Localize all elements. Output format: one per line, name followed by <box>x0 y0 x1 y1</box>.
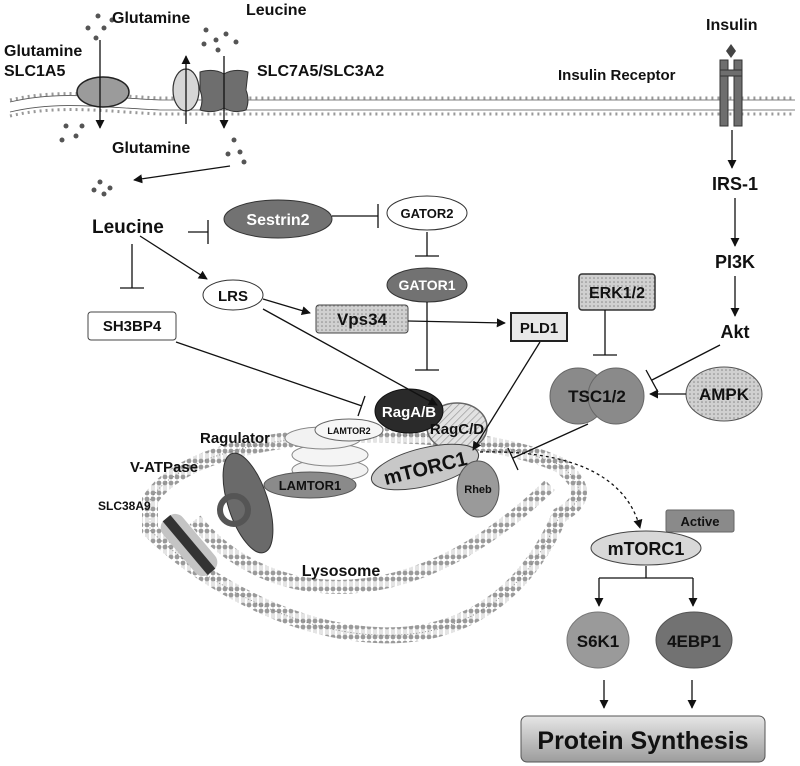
erk12-label: ERK1/2 <box>589 285 645 302</box>
gator2-inhibits-gator1 <box>415 232 439 257</box>
gator1-inhibits-rags <box>415 302 439 371</box>
vps34-label: Vps34 <box>337 310 388 329</box>
glutamine-slc1a5-label: Glutamine <box>4 43 82 60</box>
active-label: Active <box>680 514 719 529</box>
protein-synthesis-label: Protein Synthesis <box>537 727 748 755</box>
slc38a9-label: SLC38A9 <box>98 499 151 513</box>
gator2-node <box>386 195 468 231</box>
sh3bp4-label: SH3BP4 <box>103 318 162 335</box>
erk12-node <box>578 273 656 311</box>
ampk-label: AMPK <box>699 385 750 404</box>
slc1a5-transporter <box>76 76 130 108</box>
slc38a9-transporter <box>160 513 218 577</box>
irs1-label: IRS-1 <box>712 174 758 194</box>
tsc12-label: TSC1/2 <box>568 387 626 406</box>
leucine-main-label: Leucine <box>92 217 164 238</box>
v-atpase-label: V-ATPase <box>130 459 198 476</box>
lrs-label: LRS <box>218 288 248 305</box>
sestrin2-node <box>223 199 333 239</box>
leucine-cytosol-arrow <box>133 165 231 184</box>
mtorc1-activation-arrow <box>479 451 643 529</box>
protein-synthesis-box <box>520 715 766 763</box>
akt-label: Akt <box>720 322 749 342</box>
insulin-label: Insulin <box>706 17 758 34</box>
s6k1-node <box>566 611 630 669</box>
sestrin2-inhibits-gator2 <box>332 204 379 228</box>
lamtor1-node <box>263 471 357 499</box>
raga-b-label: RagA/B <box>382 404 436 421</box>
lamtor2-label: LAMTOR2 <box>327 426 370 436</box>
glutamine-lower-label: Glutamine <box>112 140 190 157</box>
ragulator-label: Ragulator <box>200 430 270 447</box>
sh3bp4-inhibits-rags <box>175 341 366 417</box>
gator1-label: GATOR1 <box>398 277 455 293</box>
v-atpase-complex <box>217 452 274 554</box>
rheb-label: Rheb <box>464 484 492 496</box>
mtorc1-active-node <box>590 530 702 566</box>
rheb-node <box>456 460 500 518</box>
lrs-node <box>202 279 264 311</box>
leucine-to-lrs-arrow <box>139 235 208 280</box>
lrs-to-vps34-arrow <box>262 298 311 316</box>
tsc12-inhibits-rheb <box>507 423 589 471</box>
sh3bp4-node <box>87 311 177 341</box>
glutamine-top-label: Glutamine <box>112 10 190 27</box>
pld1-label: PLD1 <box>520 320 558 337</box>
leucine-top-label: Leucine <box>246 2 307 19</box>
leucine-inhibits-sh3bp4 <box>120 244 144 289</box>
active-badge <box>665 509 735 533</box>
tsc12-node <box>549 367 645 425</box>
insulin-ligand-icon <box>726 44 736 58</box>
mtorc1-branch-connector <box>599 566 693 579</box>
akt-inhibits-tsc12 <box>645 344 721 393</box>
sestrin2-label: Sestrin2 <box>246 212 309 229</box>
insulin-receptor <box>719 59 743 127</box>
mtorc1-lysosomal-node <box>370 443 480 491</box>
amino-acid-dots <box>59 13 247 197</box>
slc7a5-slc3a2-label: SLC7A5/SLC3A2 <box>257 63 384 80</box>
pld1-to-mtorc1-arrow <box>472 341 541 451</box>
lysosome-label: Lysosome <box>302 563 381 580</box>
gator2-label: GATOR2 <box>401 206 454 221</box>
leucine-inhibits-sestrin2 <box>188 220 209 244</box>
4ebp1-node <box>655 611 733 669</box>
vps34-node <box>315 304 409 334</box>
mtorc1-active-label: mTORC1 <box>608 539 685 559</box>
ragc-d-label: RagC/D <box>430 421 484 438</box>
lrs-to-rags-arrow <box>262 308 438 406</box>
erk12-inhibits-tsc12 <box>593 310 617 356</box>
lamtor1-label: LAMTOR1 <box>279 478 342 493</box>
s6k1-label: S6K1 <box>577 632 620 651</box>
pld1-node <box>510 312 568 342</box>
pi3k-label: PI3K <box>715 252 755 272</box>
4ebp1-label: 4EBP1 <box>667 632 721 651</box>
vps34-to-pld1-arrow <box>407 318 506 328</box>
slc1a5-label: SLC1A5 <box>4 63 65 80</box>
lamtor2-node <box>314 418 384 442</box>
insulin-receptor-label: Insulin Receptor <box>558 67 676 84</box>
